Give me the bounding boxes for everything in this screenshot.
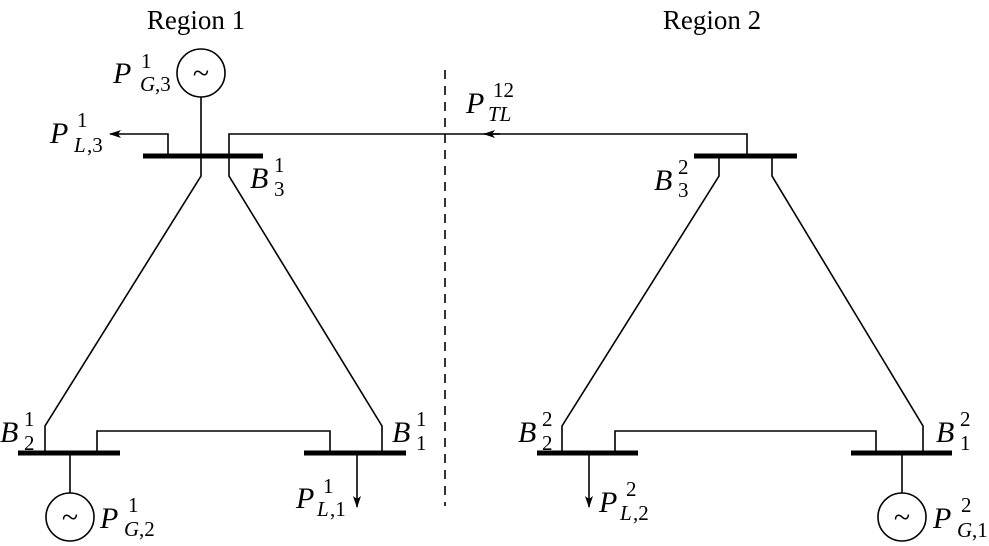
svg-text:2: 2 [961, 493, 972, 517]
svg-text:P: P [99, 502, 118, 535]
generator-icon [45, 492, 95, 542]
region-1-title: Region 1 [147, 5, 245, 35]
svg-text:2: 2 [960, 407, 971, 431]
load-l3-arrow [109, 130, 169, 156]
line-b3-b2 [561, 156, 720, 453]
svg-text:L: L [619, 501, 632, 525]
label-b22: B 2 2 [518, 407, 553, 455]
ac-tilde-icon: ~ [193, 57, 209, 90]
svg-text:B: B [392, 416, 410, 449]
label-b32: B 2 3 [654, 155, 689, 202]
region-2: ~ [537, 153, 952, 542]
svg-text:12: 12 [493, 78, 514, 102]
svg-text:1: 1 [274, 153, 285, 177]
line-b2-b1 [614, 430, 877, 453]
generator-icon [176, 48, 226, 98]
svg-text:G: G [957, 518, 972, 542]
tie-line [228, 133, 748, 156]
svg-text:,2: ,2 [633, 501, 649, 525]
svg-text:1: 1 [416, 431, 427, 455]
svg-text:1: 1 [323, 474, 334, 498]
svg-text:1: 1 [77, 108, 88, 132]
label-pl22: P 2 L ,2 [598, 477, 649, 525]
label-pl13: P 1 L ,3 [49, 108, 103, 157]
ac-tilde-icon: ~ [894, 501, 910, 534]
svg-text:B: B [250, 162, 268, 195]
svg-text:2: 2 [678, 155, 689, 179]
svg-text:,3: ,3 [87, 133, 103, 157]
label-pl11: P 1 L ,1 [295, 474, 346, 521]
svg-text:1: 1 [416, 407, 427, 431]
label-ptl12: P 12 TL [465, 78, 514, 126]
svg-text:1: 1 [128, 493, 139, 517]
svg-text:L: L [316, 497, 329, 521]
svg-text:P: P [49, 117, 68, 150]
svg-text:2: 2 [542, 431, 553, 455]
region-2-title: Region 2 [663, 5, 761, 35]
svg-text:P: P [598, 486, 617, 519]
svg-text:,2: ,2 [139, 517, 155, 541]
svg-text:P: P [932, 502, 951, 535]
label-b12: B 2 1 [936, 407, 971, 455]
svg-text:B: B [0, 416, 18, 449]
region-1: ~ ~ [18, 48, 406, 542]
line-b3-b1 [228, 156, 383, 453]
svg-text:L: L [73, 133, 86, 157]
svg-text:2: 2 [542, 407, 553, 431]
svg-text:B: B [654, 164, 672, 197]
line-b3-b2 [44, 156, 202, 453]
svg-text:P: P [295, 482, 314, 515]
label-b21: B 1 2 [0, 407, 35, 455]
svg-text:TL: TL [488, 102, 511, 126]
svg-text:B: B [936, 416, 954, 449]
svg-text:1: 1 [24, 407, 35, 431]
line-b3-b1 [771, 156, 924, 453]
svg-text:,1: ,1 [330, 497, 346, 521]
svg-text:G: G [124, 517, 139, 541]
label-pg21: P 1 G ,2 [99, 493, 155, 541]
line-b2-b1 [96, 430, 331, 453]
svg-text:G: G [140, 72, 155, 96]
svg-text:1: 1 [960, 431, 971, 455]
svg-text:1: 1 [141, 49, 152, 73]
ac-tilde-icon: ~ [62, 501, 78, 534]
svg-text:B: B [518, 416, 536, 449]
svg-text:,1: ,1 [972, 518, 988, 542]
svg-text:2: 2 [24, 431, 35, 455]
generator-icon [877, 492, 927, 542]
svg-text:,3: ,3 [155, 72, 171, 96]
svg-text:3: 3 [274, 177, 285, 201]
svg-text:P: P [465, 87, 484, 120]
label-b11: B 1 1 [392, 407, 427, 455]
label-pg13: P 1 G ,3 [112, 49, 171, 96]
svg-text:2: 2 [626, 477, 637, 501]
label-b31: B 1 3 [250, 153, 285, 201]
svg-text:P: P [112, 57, 131, 90]
svg-text:3: 3 [678, 178, 689, 202]
label-pg12: P 2 G ,1 [932, 493, 988, 542]
